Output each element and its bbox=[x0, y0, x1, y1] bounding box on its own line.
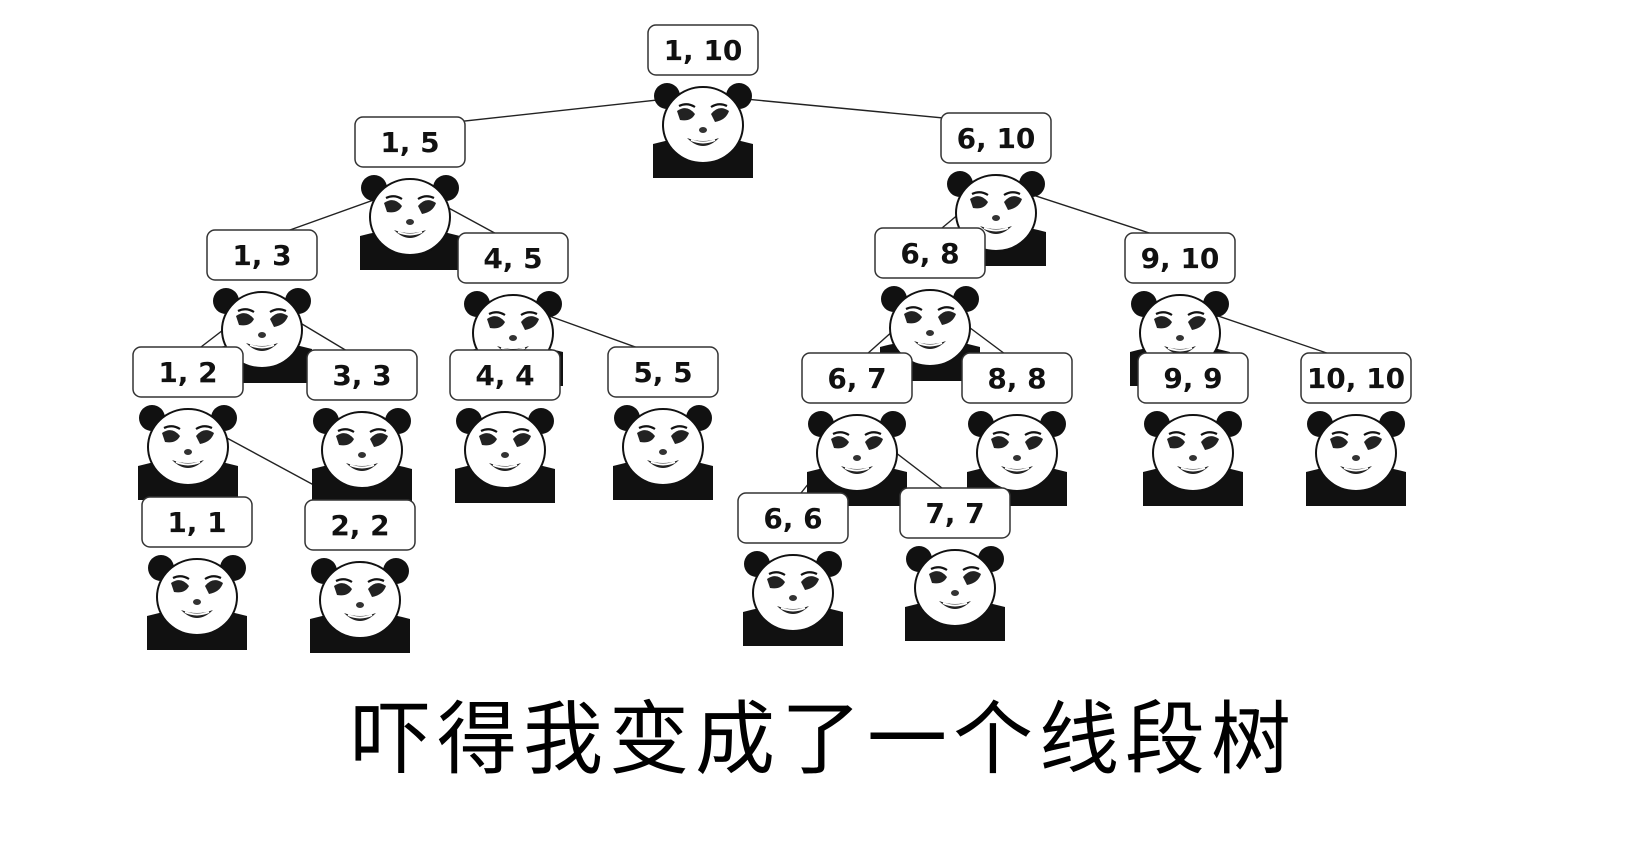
tree-nodes: 1, 10 1, 5 6, 10 1, 3 4, 5 6, 8 9, 10 1, 2 3, 3 4… bbox=[132, 24, 1412, 653]
node-label-box bbox=[940, 112, 1052, 164]
node-label: 2, 2 bbox=[330, 509, 389, 542]
node-label-box bbox=[899, 487, 1011, 539]
node-label: 6, 10 bbox=[957, 122, 1036, 155]
node-label: 8, 8 bbox=[987, 362, 1046, 395]
tree-node: 1, 10 bbox=[647, 24, 759, 178]
node-label: 1, 10 bbox=[664, 34, 743, 67]
tree-node: 5, 5 bbox=[607, 346, 719, 500]
node-label-box bbox=[141, 496, 253, 548]
tree-node: 3, 3 bbox=[306, 349, 418, 503]
panda-face-icon bbox=[138, 403, 238, 500]
node-label: 3, 3 bbox=[332, 359, 391, 392]
tree-node: 6, 7 bbox=[801, 352, 913, 506]
node-label: 4, 5 bbox=[483, 242, 542, 275]
panda-face-icon bbox=[653, 81, 753, 178]
tree-node: 9, 10 bbox=[1124, 232, 1236, 386]
panda-face-icon bbox=[455, 406, 555, 503]
node-label: 1, 5 bbox=[380, 126, 439, 159]
node-label: 10, 10 bbox=[1307, 362, 1405, 395]
node-label: 6, 8 bbox=[900, 237, 959, 270]
node-label-box bbox=[354, 116, 466, 168]
node-label: 1, 2 bbox=[158, 356, 217, 389]
node-label-box bbox=[132, 346, 244, 398]
node-label-box bbox=[961, 352, 1073, 404]
node-label: 1, 3 bbox=[232, 239, 291, 272]
node-label-box bbox=[304, 499, 416, 551]
tree-node: 1, 2 bbox=[132, 346, 244, 500]
node-label: 7, 7 bbox=[925, 497, 984, 530]
tree-node: 7, 7 bbox=[899, 487, 1011, 641]
node-label: 9, 9 bbox=[1163, 362, 1222, 395]
tree-node: 1, 5 bbox=[354, 116, 466, 270]
tree-node: 10, 10 bbox=[1300, 352, 1412, 506]
node-label-box bbox=[306, 349, 418, 401]
tree-node: 6, 8 bbox=[874, 227, 986, 381]
node-label: 9, 10 bbox=[1141, 242, 1220, 275]
tree-node: 1, 3 bbox=[206, 229, 318, 383]
panda-face-icon bbox=[1306, 409, 1406, 506]
panda-face-icon bbox=[1143, 409, 1243, 506]
tree-node: 2, 2 bbox=[304, 499, 416, 653]
tree-node: 6, 10 bbox=[940, 112, 1052, 266]
node-label-box bbox=[737, 492, 849, 544]
panda-face-icon bbox=[613, 403, 713, 500]
node-label: 5, 5 bbox=[633, 356, 692, 389]
tree-node: 8, 8 bbox=[961, 352, 1073, 506]
tree-node: 4, 5 bbox=[457, 232, 569, 386]
node-label-box bbox=[874, 227, 986, 279]
tree-node: 4, 4 bbox=[449, 349, 561, 503]
panda-face-icon bbox=[807, 409, 907, 506]
node-label-box bbox=[607, 346, 719, 398]
node-label: 6, 7 bbox=[827, 362, 886, 395]
node-label-box bbox=[449, 349, 561, 401]
panda-face-icon bbox=[312, 406, 412, 503]
panda-face-icon bbox=[310, 556, 410, 653]
tree-node: 9, 9 bbox=[1137, 352, 1249, 506]
node-label: 1, 1 bbox=[167, 506, 226, 539]
panda-face-icon bbox=[360, 173, 460, 270]
panda-face-icon bbox=[743, 549, 843, 646]
node-label-box bbox=[647, 24, 759, 76]
node-label: 6, 6 bbox=[763, 502, 822, 535]
node-label-box bbox=[1300, 352, 1412, 404]
tree-node: 1, 1 bbox=[141, 496, 253, 650]
caption-text: 吓得我变成了一个线段树 bbox=[351, 693, 1297, 786]
node-label-box bbox=[1124, 232, 1236, 284]
node-label-box bbox=[1137, 352, 1249, 404]
panda-face-icon bbox=[147, 553, 247, 650]
panda-face-icon bbox=[905, 544, 1005, 641]
node-label-box bbox=[206, 229, 318, 281]
tree-node: 6, 6 bbox=[737, 492, 849, 646]
node-label-box bbox=[801, 352, 913, 404]
node-label: 4, 4 bbox=[475, 359, 534, 392]
node-label-box bbox=[457, 232, 569, 284]
